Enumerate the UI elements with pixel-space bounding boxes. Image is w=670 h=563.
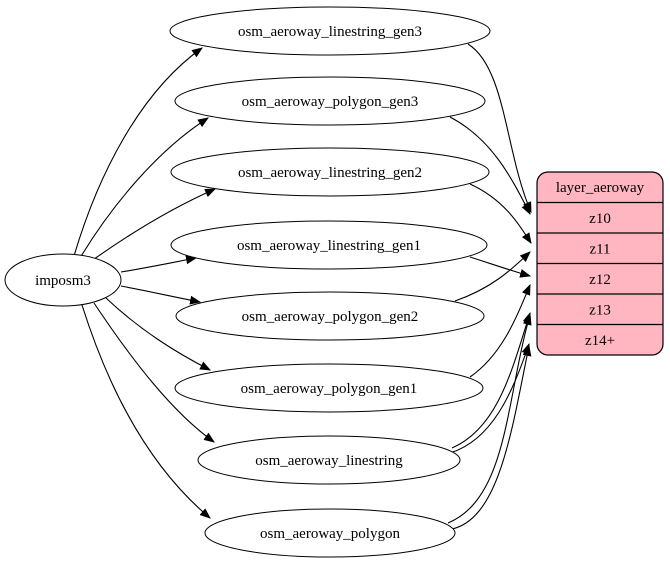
table-ellipse xyxy=(174,363,484,413)
edge-imposm3-to-osm_aeroway_linestring_gen3 xyxy=(73,47,203,257)
edge-osm_aeroway_polygon-to-z13 xyxy=(447,313,532,524)
edges-to-layer xyxy=(447,43,532,530)
layer-row-z11: z11 xyxy=(589,242,610,258)
edge-imposm3-to-osm_aeroway_polygon_gen2 xyxy=(120,285,202,305)
edges-from-imposm3 xyxy=(73,47,217,519)
node-osm_aeroway_linestring_gen2: osm_aeroway_linestring_gen2 xyxy=(170,147,490,197)
layer-row-z12: z12 xyxy=(589,272,611,288)
edge-osm_aeroway_linestring_gen3-to-z10 xyxy=(467,43,532,214)
edge-imposm3-to-osm_aeroway_polygon_gen1 xyxy=(105,297,211,371)
table-label: osm_aeroway_polygon_gen2 xyxy=(242,309,419,325)
layer-row-z10: z10 xyxy=(589,211,611,227)
node-osm_aeroway_polygon: osm_aeroway_polygon xyxy=(204,508,456,558)
node-osm_aeroway_linestring_gen3: osm_aeroway_linestring_gen3 xyxy=(169,6,491,56)
node-layer_aeroway: layer_aeroway z10 z11 z12 z13 z14+ xyxy=(536,171,664,356)
edge-imposm3-to-osm_aeroway_polygon_gen3 xyxy=(79,117,209,259)
node-osm_aeroway_polygon_gen1: osm_aeroway_polygon_gen1 xyxy=(174,363,484,413)
table-label: osm_aeroway_polygon_gen1 xyxy=(241,381,418,397)
table-ellipse xyxy=(175,291,485,341)
table-label: osm_aeroway_linestring_gen3 xyxy=(238,24,422,40)
node-osm_aeroway_linestring: osm_aeroway_linestring xyxy=(197,435,461,485)
node-osm_aeroway_linestring_gen1: osm_aeroway_linestring_gen1 xyxy=(170,220,488,270)
table-label: osm_aeroway_linestring_gen1 xyxy=(237,238,421,254)
table-label: osm_aeroway_linestring xyxy=(255,453,403,469)
edge-imposm3-to-osm_aeroway_linestring xyxy=(93,302,215,443)
edge-osm_aeroway_polygon_gen3-to-z10 xyxy=(449,116,531,215)
edge-imposm3-to-osm_aeroway_linestring_gen2 xyxy=(89,188,217,263)
table-label: osm_aeroway_polygon_gen3 xyxy=(242,94,419,110)
edge-osm_aeroway_linestring_gen1-to-z12 xyxy=(469,256,532,278)
layer-row-z13: z13 xyxy=(589,303,611,319)
table-label: osm_aeroway_linestring_gen2 xyxy=(238,165,422,181)
imposm3-label: imposm3 xyxy=(35,273,91,289)
node-osm_aeroway_polygon_gen3: osm_aeroway_polygon_gen3 xyxy=(174,76,486,126)
table-ellipse xyxy=(197,435,461,485)
table-ellipse xyxy=(170,220,488,270)
edge-osm_aeroway_polygon-to-z14 xyxy=(451,344,532,530)
table-ellipse xyxy=(174,76,486,126)
edge-osm_aeroway_linestring-to-z14 xyxy=(449,342,530,454)
node-osm_aeroway_polygon_gen2: osm_aeroway_polygon_gen2 xyxy=(175,291,485,341)
edge-imposm3-to-osm_aeroway_polygon xyxy=(81,304,211,519)
imposm3-ellipse xyxy=(4,253,122,307)
table-label: osm_aeroway_polygon xyxy=(260,526,400,542)
edge-osm_aeroway_polygon_gen1-to-z12 xyxy=(469,283,531,378)
edge-osm_aeroway_polygon_gen2-to-z11 xyxy=(454,251,531,302)
layer-row-z14plus: z14+ xyxy=(585,333,615,349)
table-ellipse xyxy=(169,6,491,56)
edge-imposm3-to-osm_aeroway_linestring_gen1 xyxy=(120,255,198,273)
table-ellipse xyxy=(204,508,456,558)
layer-title: layer_aeroway xyxy=(556,180,645,196)
table-ellipse xyxy=(170,147,490,197)
edge-osm_aeroway_linestring_gen2-to-z11 xyxy=(469,183,532,244)
edge-osm_aeroway_linestring-to-z13 xyxy=(451,311,532,449)
node-imposm3: imposm3 xyxy=(4,253,122,307)
